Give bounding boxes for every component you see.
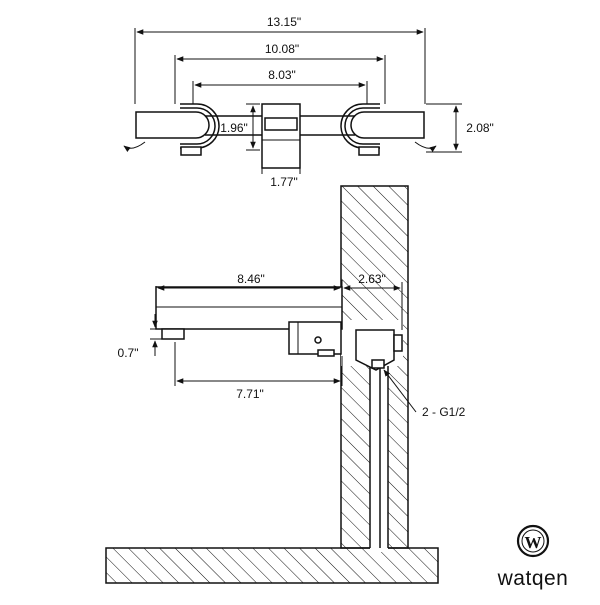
rotation-arrow-right-icon	[414, 141, 437, 153]
dimension-outlet-reach: 7.71"	[174, 342, 343, 401]
dimension-spout-height: 1.96"	[220, 103, 260, 151]
brand-logo: W watqen	[497, 524, 569, 590]
dimension-handle-inner: 8.03"	[194, 68, 366, 88]
dimension-handle-centers: 10.08"	[176, 42, 384, 62]
label-outlet-reach: 7.71"	[236, 387, 264, 401]
dimension-spout-width: 1.77"	[261, 168, 301, 189]
label-spout-width: 1.77"	[270, 175, 298, 189]
label-handle-depth: 2.08"	[466, 121, 494, 135]
dimension-wall-depth: 2.63"	[343, 272, 403, 330]
label-outlet-height: 0.7"	[118, 346, 139, 360]
label-handle-inner: 8.03"	[268, 68, 296, 82]
spout-top-view	[261, 103, 301, 169]
floor-slab	[105, 547, 439, 584]
label-spout-length: 8.46"	[237, 272, 265, 286]
logo-letter: W	[525, 533, 542, 552]
label-wall-depth: 2.63"	[358, 272, 386, 286]
dimension-outlet-height: 0.7"	[118, 314, 162, 360]
label-spout-height: 1.96"	[220, 121, 248, 135]
left-handle	[135, 103, 220, 156]
label-handle-centers: 10.08"	[265, 42, 299, 56]
callout-connection: 2 - G1/2	[383, 369, 466, 419]
rotation-arrow-left-icon	[123, 141, 146, 153]
side-view: 8.46" 2.63" 0.7" 7.71" 2 - G1/2	[105, 185, 466, 584]
dimension-overall-width: 13.15"	[136, 15, 424, 35]
label-connection: 2 - G1/2	[422, 405, 466, 419]
right-handle	[340, 103, 425, 156]
brand-name: watqen	[497, 567, 569, 590]
top-extension-lines	[134, 28, 426, 104]
valve-body	[288, 321, 403, 371]
label-overall-width: 13.15"	[267, 15, 301, 29]
dimension-handle-depth: 2.08"	[426, 103, 494, 153]
top-view: 13.15" 10.08" 8.03"	[123, 15, 494, 189]
dimension-spout-length: 8.46"	[155, 272, 343, 300]
